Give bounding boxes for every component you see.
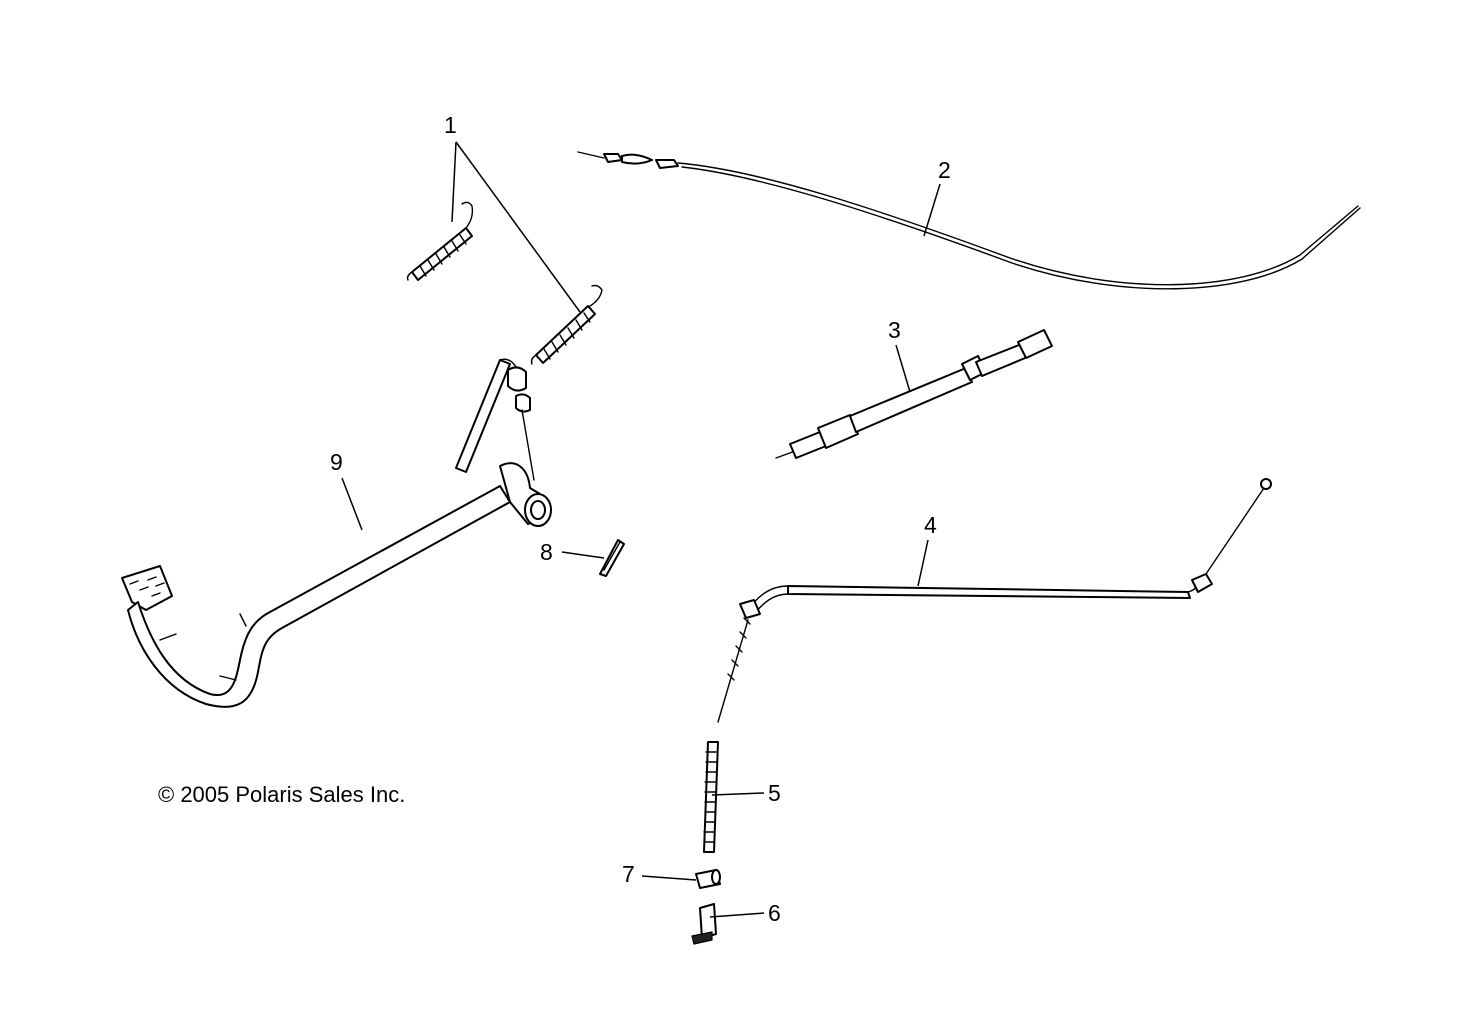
part-7-bushing[interactable] [695, 869, 721, 889]
part-6-pin[interactable] [691, 903, 717, 945]
callout-2: 2 [938, 157, 951, 183]
callout-9: 9 [330, 449, 343, 475]
part-9-pedal[interactable] [121, 358, 552, 708]
leader-lines [341, 141, 941, 918]
callout-8: 8 [540, 539, 553, 565]
callout-labels: 1 2 3 4 5 6 7 8 9 [330, 112, 951, 926]
callout-7: 7 [622, 861, 635, 887]
part-3-adjuster[interactable] [775, 329, 1053, 459]
callout-1: 1 [444, 112, 457, 138]
callout-3: 3 [888, 317, 901, 343]
callout-4: 4 [924, 512, 937, 538]
part-5-spring[interactable] [703, 741, 719, 853]
spring-a [406, 201, 474, 281]
callout-6: 6 [768, 900, 781, 926]
copyright-text: © 2005 Polaris Sales Inc. [158, 782, 405, 807]
part-4-rod[interactable] [717, 478, 1272, 723]
part-8-cotter-pin[interactable] [599, 539, 625, 577]
part-2-cable[interactable] [577, 151, 1361, 290]
callout-5: 5 [768, 780, 781, 806]
spring-b [530, 284, 603, 365]
part-1-springs[interactable] [406, 201, 603, 365]
